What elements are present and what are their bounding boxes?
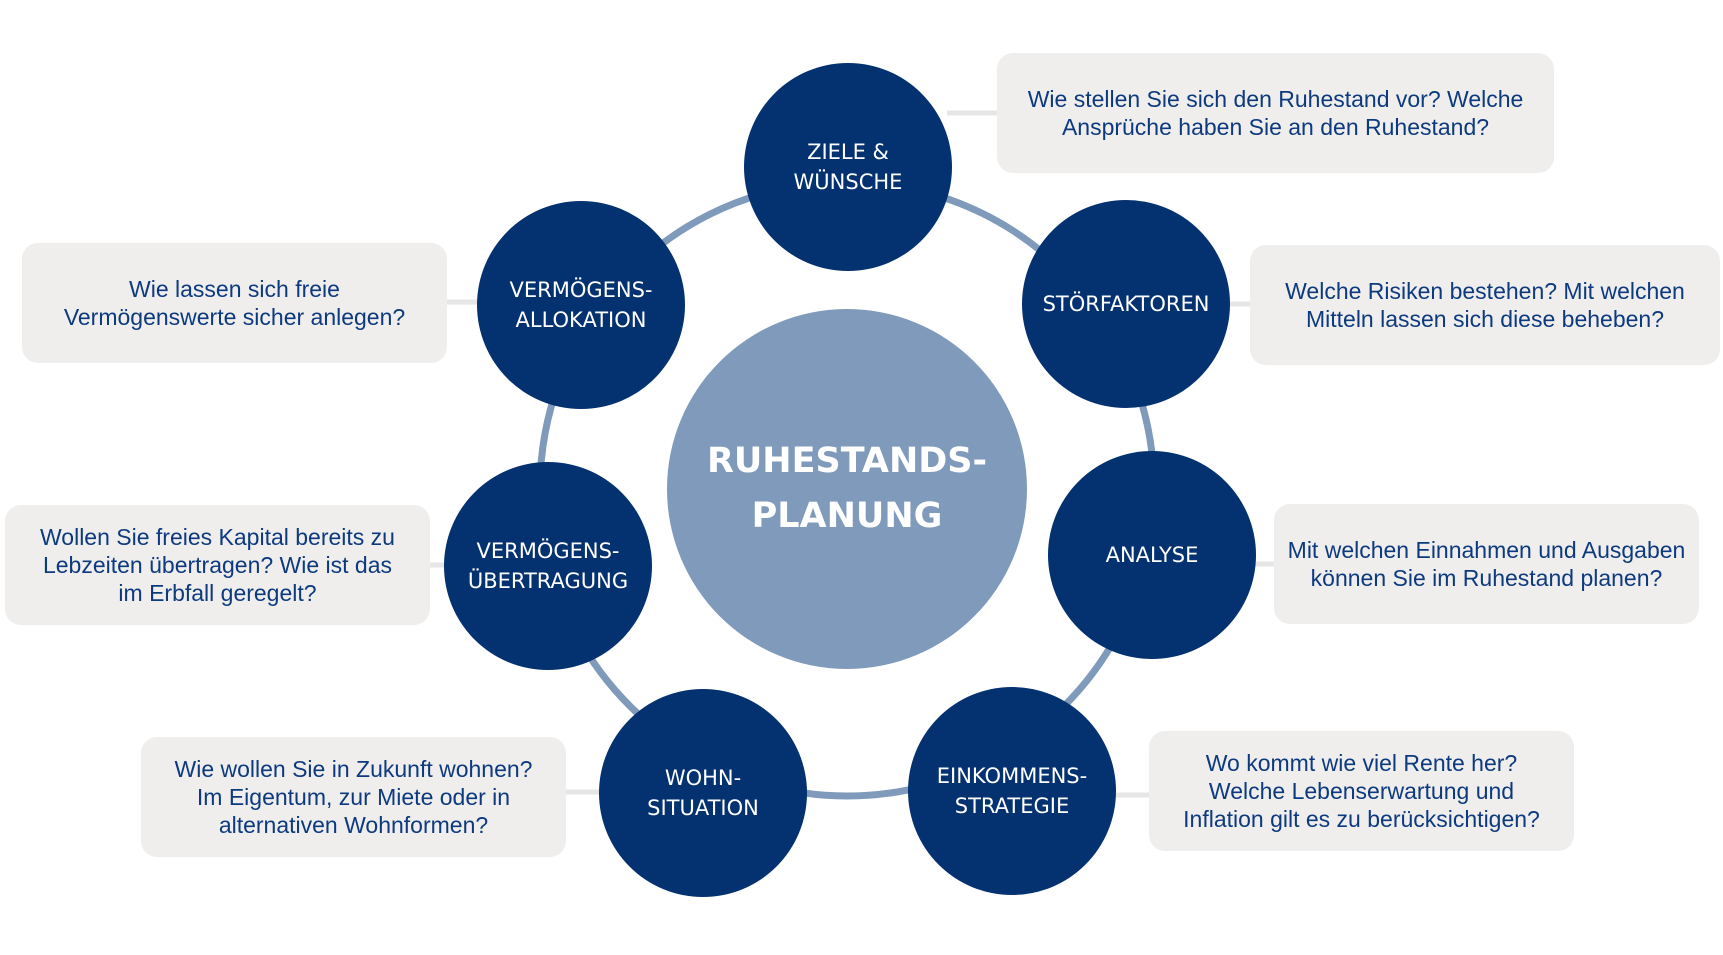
node-einkommensstrategie[interactable]: EINKOMMENS- STRATEGIE: [908, 687, 1116, 895]
node-vermoegensuebertragung[interactable]: VERMÖGENS- ÜBERTRAGUNG: [444, 462, 652, 670]
question-box-einkommensstrategie: Wo kommt wie viel Rente her? Welche Lebe…: [1149, 731, 1574, 851]
node-ziele-wuensche[interactable]: ZIELE & WÜNSCHE: [744, 63, 952, 271]
question-box-wohnsituation: Wie wollen Sie in Zukunft wohnen? Im Eig…: [141, 737, 566, 857]
center-circle: RUHESTANDS- PLANUNG: [667, 309, 1027, 669]
node-stoerfaktoren[interactable]: STÖRFAKTOREN: [1022, 200, 1230, 408]
node-analyse[interactable]: ANALYSE: [1048, 451, 1256, 659]
question-box-vermoegensallokation: Wie lassen sich freie Vermögenswerte sic…: [22, 243, 447, 363]
node-vermoegensallokation[interactable]: VERMÖGENS- ALLOKATION: [477, 201, 685, 409]
question-box-stoerfaktoren: Welche Risiken bestehen? Mit welchen Mit…: [1250, 245, 1720, 365]
question-box-vermoegensuebertragung: Wollen Sie freies Kapital bereits zu Leb…: [5, 505, 430, 625]
question-box-analyse: Mit welchen Einnahmen und Ausgaben könne…: [1274, 504, 1699, 624]
node-wohnsituation[interactable]: WOHN- SITUATION: [599, 689, 807, 897]
question-box-ziele: Wie stellen Sie sich den Ruhestand vor? …: [997, 53, 1554, 173]
